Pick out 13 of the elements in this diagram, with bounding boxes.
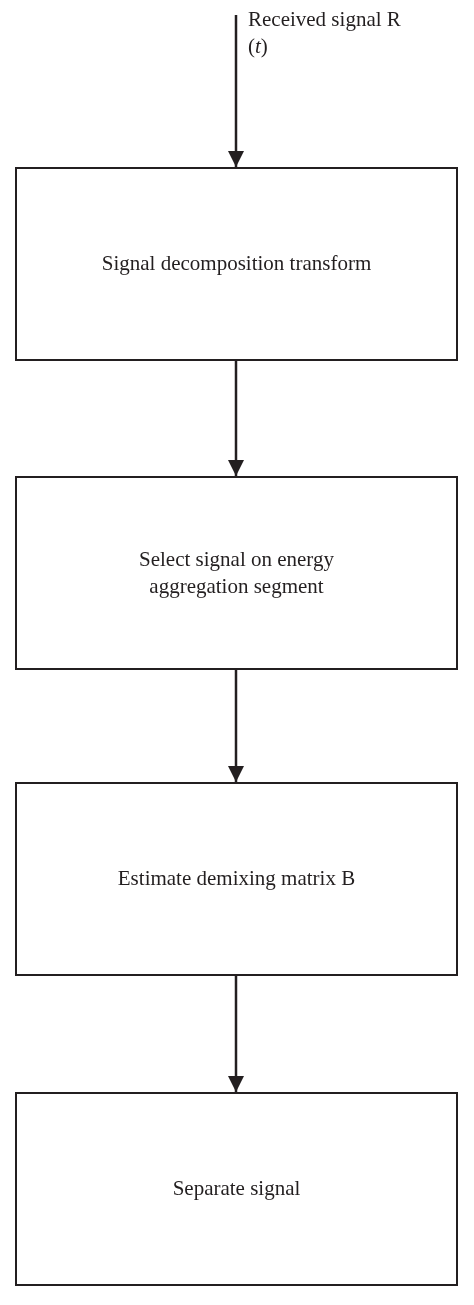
box-label: Estimate demixing matrix B [116, 865, 357, 893]
process-box [15, 476, 458, 670]
arrow [228, 15, 244, 167]
box-label: Select signal on energy aggregation segment [138, 545, 335, 600]
box-label: Separate signal [171, 1175, 302, 1203]
edge-label: Received signal R (t) [248, 6, 402, 61]
arrow [228, 670, 244, 782]
process-box [15, 167, 458, 361]
process-box [15, 1092, 458, 1286]
process-box [15, 782, 458, 976]
box-label: Signal decomposition transform [100, 250, 373, 278]
arrow [228, 976, 244, 1092]
arrow [228, 361, 244, 476]
